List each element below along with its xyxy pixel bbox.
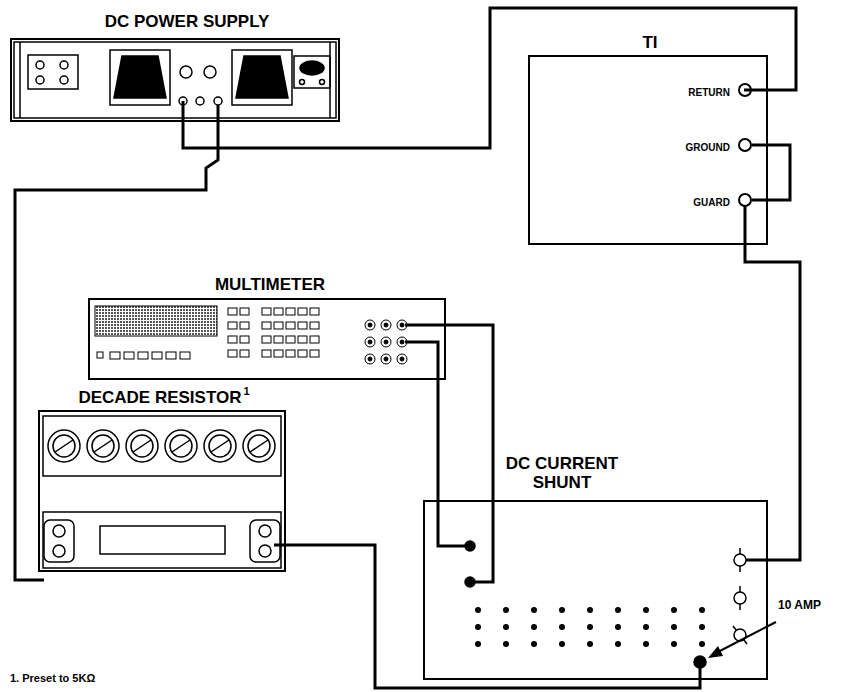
wire xyxy=(405,325,493,582)
callout-label: 10 AMP xyxy=(778,598,821,612)
power-supply-panel xyxy=(14,42,336,118)
note: 1. Preset to 5KΩ xyxy=(10,672,95,684)
title-group: TI xyxy=(642,33,657,52)
wire xyxy=(183,8,796,148)
decade-resistor-box: DECADE RESISTOR1 xyxy=(38,410,286,572)
shunt-terminals xyxy=(465,541,747,668)
title-group: MULTIMETER xyxy=(215,275,325,294)
terminal-label: GUARD xyxy=(693,197,730,208)
terminal-label: RETURN xyxy=(688,87,730,98)
wire xyxy=(745,206,800,560)
equipment-title: DC CURRENT SHUNT xyxy=(506,454,618,492)
callout-number: 1 xyxy=(243,385,249,397)
multimeter-box: MULTIMETER xyxy=(88,298,446,380)
terminal-label: GROUND xyxy=(686,142,730,153)
ti-terminals xyxy=(739,84,790,206)
equipment-title: DC POWER SUPPLY xyxy=(105,12,270,31)
current-shunt-box: DC CURRENT SHUNT xyxy=(423,500,768,680)
wire xyxy=(15,105,218,580)
wire xyxy=(274,545,700,688)
decade-resistor-panel xyxy=(43,416,281,568)
equipment-title: DECADE RESISTOR xyxy=(78,388,241,407)
test-instrument-box: TIRETURNGROUNDGUARD xyxy=(528,55,768,245)
title-group: DC CURRENT SHUNT xyxy=(502,454,622,492)
callout-arrow xyxy=(708,622,776,658)
equipment-title: MULTIMETER xyxy=(215,275,325,294)
wire xyxy=(405,342,470,546)
title-group: DC POWER SUPPLY xyxy=(105,12,270,31)
equipment-title: TI xyxy=(642,33,657,52)
title-group: DECADE RESISTOR1 xyxy=(78,388,249,407)
power-supply-box: DC POWER SUPPLY xyxy=(10,38,340,122)
multimeter-panel xyxy=(95,306,407,364)
